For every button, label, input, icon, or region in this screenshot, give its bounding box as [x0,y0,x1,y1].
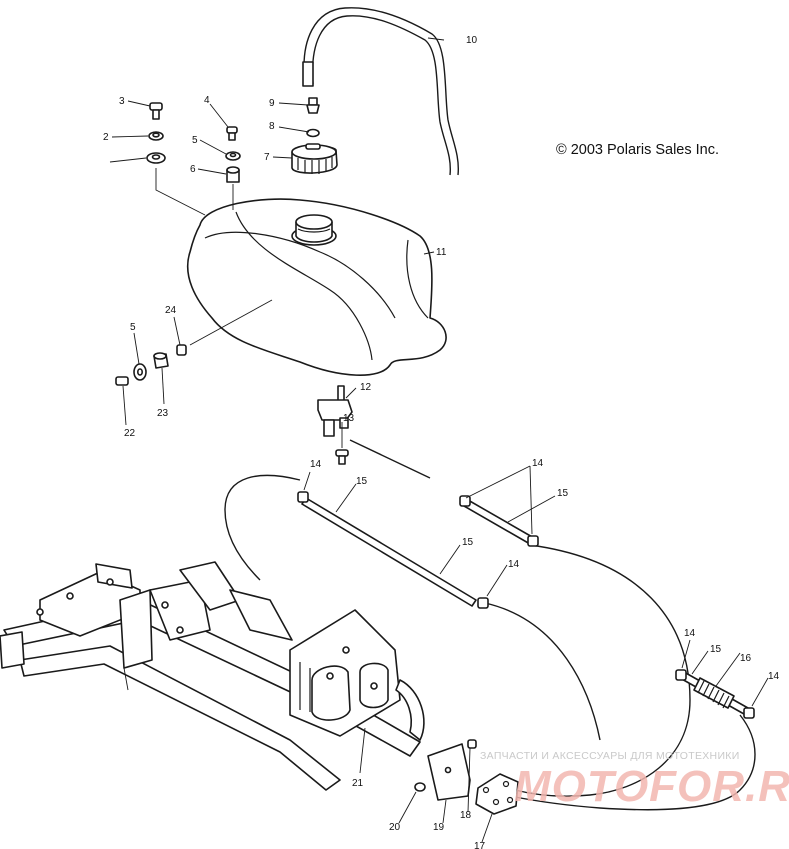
fuel-tank [186,198,447,376]
tank-mount-leaders [155,168,273,346]
callout-15-d: 15 [710,644,722,655]
fuel-valve-12 [317,385,353,437]
callout-17: 17 [474,841,486,849]
screw-13 [335,449,349,465]
callout-numbers: 10 3 4 9 8 2 5 7 6 11 24 5 23 22 12 13 1… [103,35,780,849]
grommet-6 [226,166,240,183]
callout-6: 6 [190,164,196,175]
pump-bracket-19 [427,743,471,801]
vent-valve-9 [306,97,320,114]
callout-21: 21 [352,778,364,789]
callout-15-c: 15 [462,537,474,548]
callout-16: 16 [740,653,752,664]
fuel-filter-16 [675,669,755,719]
callout-24: 24 [165,305,177,316]
callout-14-d: 14 [684,628,696,639]
callout-leaders [109,37,769,843]
callout-5-lower: 5 [130,322,136,333]
callout-19: 19 [433,822,445,833]
callout-22: 22 [124,428,136,439]
callout-7: 7 [264,152,270,163]
callout-13: 13 [343,413,355,424]
fuel-lines [224,439,756,811]
grommet-24 [176,344,187,356]
washer-2 [148,131,164,141]
callout-14-e: 14 [768,671,780,682]
watermark-logo: MOTOFOR.RU [514,762,789,811]
washer-5-lower [133,363,147,381]
callout-14-b: 14 [532,458,544,469]
callout-10: 10 [466,35,478,46]
callout-20: 20 [389,822,401,833]
frame [0,561,425,791]
callout-5-top: 5 [192,135,198,146]
callout-11: 11 [436,247,447,258]
fuel-cap-7 [291,143,338,174]
callout-12: 12 [360,382,372,393]
callout-3: 3 [119,96,125,107]
callout-14-a: 14 [310,459,322,470]
callout-23: 23 [157,408,169,419]
washer-large [146,152,166,164]
callout-14-c: 14 [508,559,520,570]
nut-20 [414,782,426,792]
fuel-pump-17 [475,773,519,815]
callout-9: 9 [269,98,275,109]
bolt-3 [149,102,163,120]
callout-8: 8 [269,121,275,132]
spacer-23 [153,352,169,369]
bolt-22 [115,376,129,386]
washer-8 [306,128,320,138]
vent-hose [302,7,460,176]
watermark-tagline: ЗАПЧАСТИ И АКСЕССУАРЫ ДЛЯ МОТОТЕХНИКИ [480,750,740,762]
callout-15-b: 15 [557,488,569,499]
callout-15-a: 15 [356,476,368,487]
fuel-line-segment-a [297,491,489,609]
copyright-notice: © 2003 Polaris Sales Inc. [556,142,720,158]
bolt-4 [226,126,238,141]
bolt-18 [467,739,477,749]
fuel-line-segment-b [459,495,539,547]
washer-5 [225,151,241,161]
callout-2: 2 [103,132,109,143]
callout-4: 4 [204,95,210,106]
callout-18: 18 [460,810,472,821]
